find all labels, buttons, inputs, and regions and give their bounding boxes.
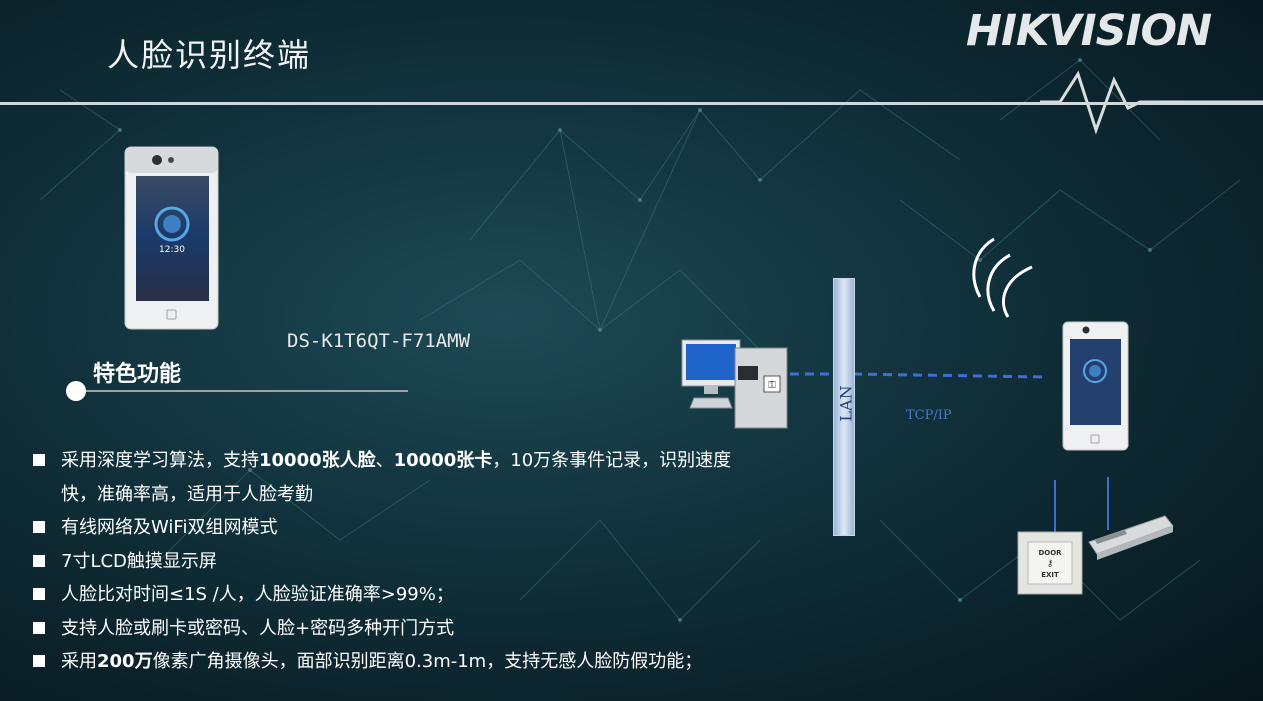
feature-item: 7寸LCD触摸显示屏 [32,545,752,579]
face-recognition-terminal-small-image [1062,321,1129,451]
svg-text:⚿: ⚿ [768,380,776,391]
face-recognition-terminal-image: 12:30 [124,146,219,330]
feature-highlight: 200万 [97,651,153,672]
feature-item: 采用深度学习算法，支持10000张人脸、10000张卡，10万条事件记录，识别速… [32,444,752,511]
feature-text: 人脸比对时间≤1S /人，人脸验证准确率>99%； [61,584,454,605]
header-divider [0,102,1263,105]
feature-highlight: 10000张人脸 [259,450,376,471]
feature-text: 采用深度学习算法，支持 [61,450,259,471]
feature-text: 支持人脸或刷卡或密码、人脸+密码多种开门方式 [61,617,455,639]
feature-text: ，10万条事件记录，识别速度快，准确率高，适用于人脸考勤 [61,450,732,505]
feature-list: 采用深度学习算法，支持10000张人脸、10000张卡，10万条事件记录，识别速… [32,444,752,679]
lan-switch-bar [833,278,855,536]
computer-icon: ⚿ [681,339,788,429]
wifi-signal-icon [972,237,1033,318]
feature-highlight: 10000张卡 [393,450,493,471]
device-model-number: DS-K1T6QT-F71AMW [287,330,471,352]
tcp-ip-label: TCP/IP [906,408,952,423]
feature-text: 有线网络及WiFi双组网模式 [61,517,278,538]
terminal-clock: 12:30 [159,245,185,255]
feature-item: 支持人脸或刷卡或密码、人脸+密码多种开门方式 [32,612,752,646]
lan-label: LAN [836,385,856,422]
feature-bullet-dot [66,381,86,401]
feature-text: 7寸LCD触摸显示屏 [61,550,217,572]
door-label: DOOR [1038,549,1062,557]
feature-text: 像素广角摄像头，面部识别距离0.3m-1m，支持无感人脸防假功能； [152,651,703,672]
hikvision-logo: HIKVISION [966,6,1212,56]
page-title: 人脸识别终端 [107,36,312,74]
feature-item: 人脸比对时间≤1S /人，人脸验证准确率>99%； [32,578,752,612]
feature-item: 有线网络及WiFi双组网模式 [32,511,752,545]
feature-text: 、 [375,450,394,471]
exit-label: EXIT [1041,571,1059,579]
feature-text: 采用 [61,651,97,672]
svg-text:⚷: ⚷ [1047,559,1054,569]
magnetic-lock-image [1088,515,1174,560]
feature-underline [76,390,408,392]
feature-heading: 特色功能 [93,362,182,387]
feature-item: 采用200万像素广角摄像头，面部识别距离0.3m-1m，支持无感人脸防假功能； [32,645,752,679]
exit-button-image: DOOR ⚷ EXIT [1017,531,1083,595]
